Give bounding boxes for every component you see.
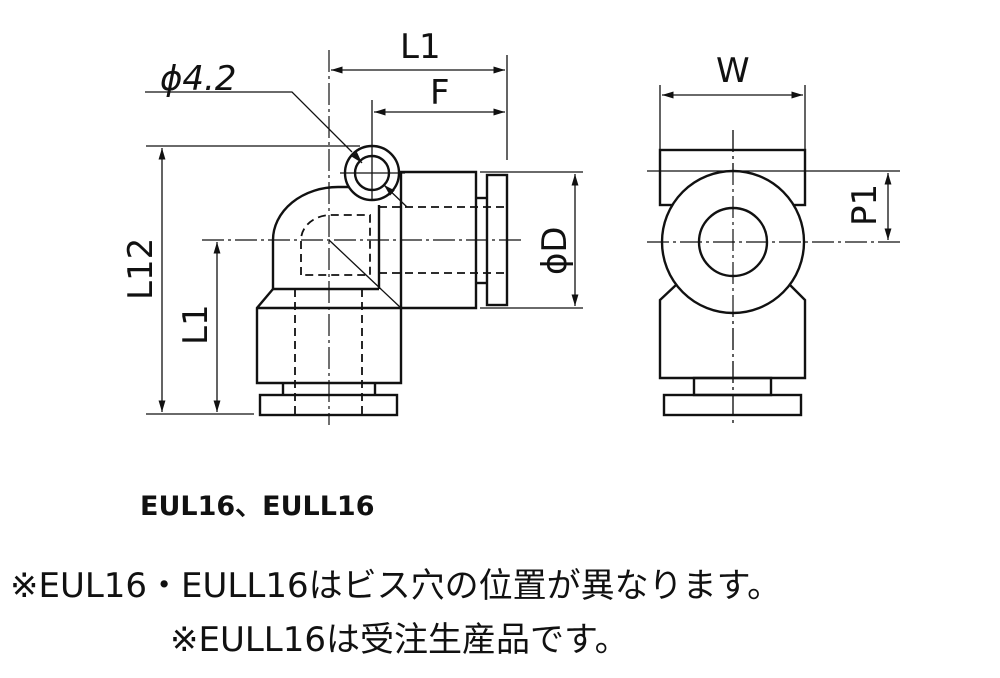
dim-F-label: F: [430, 73, 450, 113]
dim-hole-label: ϕ4.2: [160, 59, 237, 99]
note-made-to-order: ※EULL16は受注生産品です。: [170, 620, 629, 660]
dim-D-label: ϕD: [535, 226, 575, 275]
model-caption: EUL16、EULL16: [140, 491, 375, 522]
note-screw-hole: ※EUL16・EULL16はビス穴の位置が異なります。: [10, 566, 782, 606]
front-view: W P1: [647, 51, 900, 425]
dim-L1-side-label: L1: [176, 304, 216, 345]
dim-P1-label: P1: [845, 184, 885, 226]
dim-L1-top-label: L1: [400, 27, 441, 67]
side-view: ϕ4.2 L1 F L12 L1 ϕD: [121, 27, 583, 425]
dim-W-label: W: [716, 51, 750, 91]
dim-L12-label: L12: [121, 238, 161, 300]
